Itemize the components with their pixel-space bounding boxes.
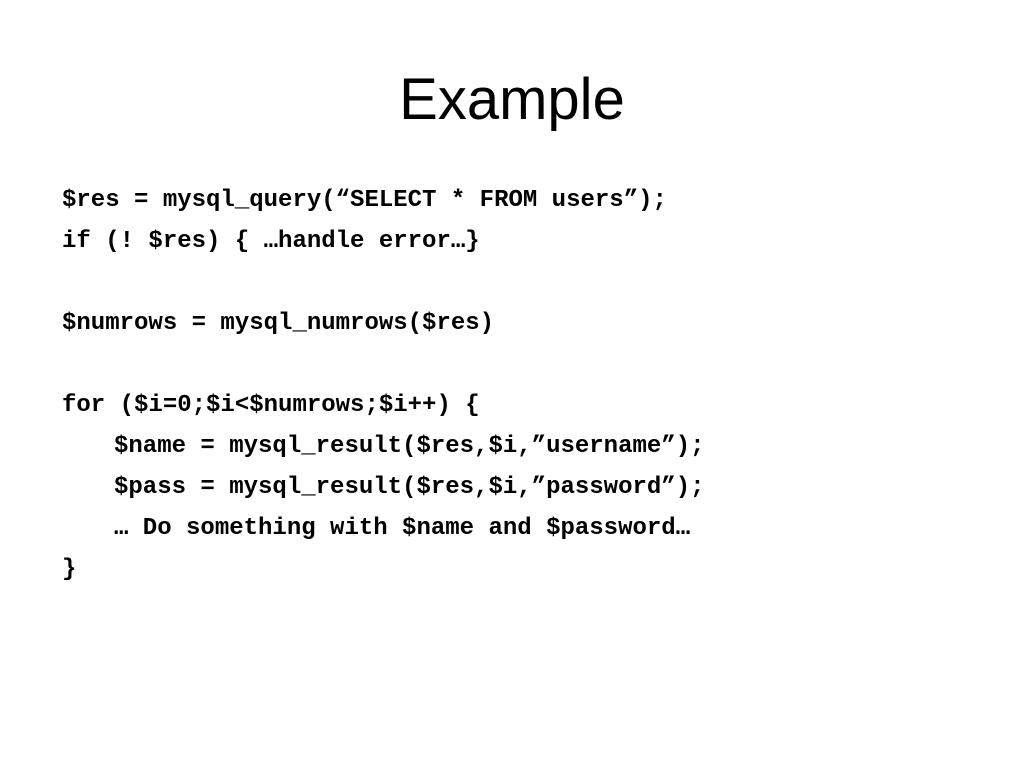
code-block: $res = mysql_query(“SELECT * FROM users”… <box>62 180 962 590</box>
slide-title: Example <box>399 67 625 132</box>
code-line-name-result: $name = mysql_result($res,$i,”username”)… <box>114 433 705 460</box>
code-line-numrows: $numrows = mysql_numrows($res) <box>62 310 495 337</box>
code-line-pass-result: $pass = mysql_result($res,$i,”password”)… <box>114 474 705 501</box>
code-line-query: $res = mysql_query(“SELECT * FROM users”… <box>62 187 667 214</box>
code-line-blank <box>62 344 962 385</box>
code-line-do-something: … Do something with $name and $password… <box>114 515 691 542</box>
code-line-close-brace: } <box>62 556 77 583</box>
code-line-for-loop: for ($i=0;$i<$numrows;$i++) { <box>62 392 480 419</box>
code-line-blank <box>62 262 962 303</box>
code-line-error-check: if (! $res) { …handle error…} <box>62 228 480 255</box>
